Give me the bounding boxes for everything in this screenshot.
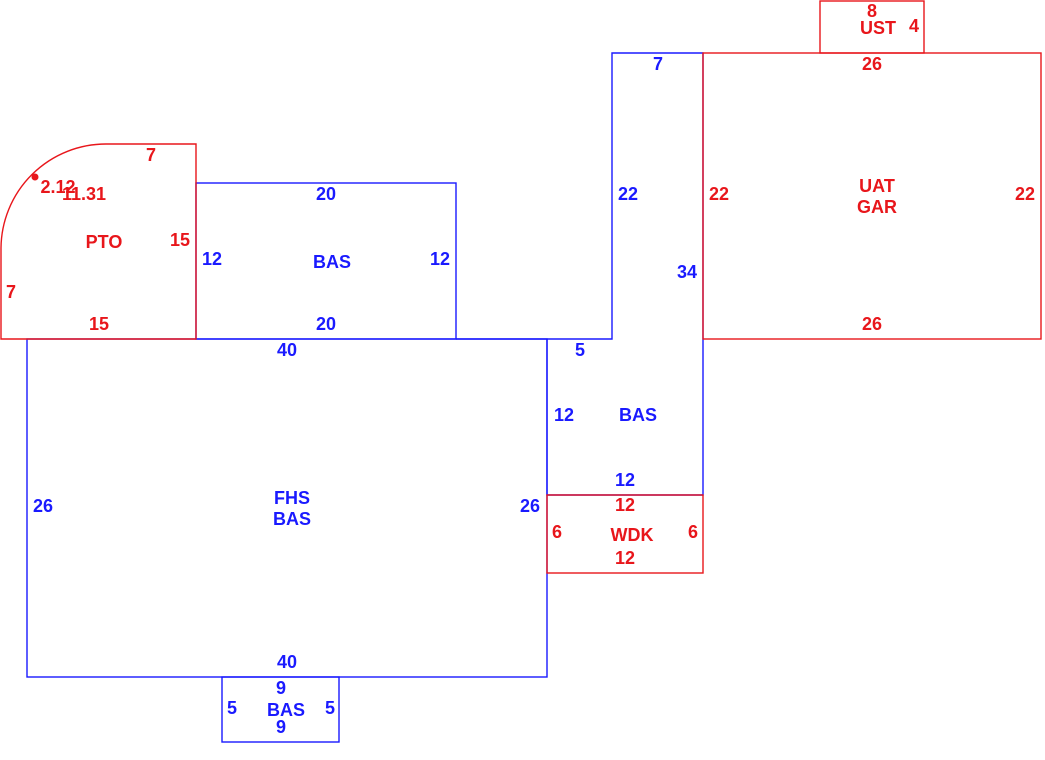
- pto-outline: [0, 143, 197, 340]
- bas-upper-dim-top: 20: [316, 184, 336, 204]
- wdk-code: WDK: [611, 525, 654, 545]
- fhs-bas-code-line1: FHS: [274, 488, 310, 508]
- bas-right-code: BAS: [619, 405, 657, 425]
- bas-small-code: BAS: [267, 700, 305, 720]
- uat-gar-code-line1: UAT: [859, 176, 895, 196]
- bas-small-dim-right: 5: [325, 698, 335, 718]
- pto-dim-chord: 2.12: [40, 177, 75, 197]
- ust-outline: [819, 0, 925, 54]
- bas-right-outline: [456, 52, 704, 496]
- fhs-bas-dim-right: 26: [520, 496, 540, 516]
- uat-gar-dim-bottom: 26: [862, 314, 882, 334]
- bas-upper-dim-right: 12: [430, 249, 450, 269]
- bas-right-dim-tall-left: 22: [618, 184, 638, 204]
- ust-code: UST: [860, 18, 896, 38]
- uat-gar-dim-right: 22: [1015, 184, 1035, 204]
- pto-arc-vertex-marker: [31, 173, 39, 181]
- pto-dim-left: 7: [6, 282, 16, 302]
- pto-dim-bottom: 15: [89, 314, 109, 334]
- wdk-outline: [546, 494, 704, 574]
- bas-right-dim-top: 7: [653, 54, 663, 74]
- bas-right-dim-tall-right: 34: [677, 262, 697, 282]
- bas-right-dim-lower-left: 12: [554, 405, 574, 425]
- wdk-dim-left: 6: [552, 522, 562, 542]
- uat-gar-code-line2: GAR: [857, 197, 897, 217]
- uat-gar-dim-left: 22: [709, 184, 729, 204]
- ust-dim-right: 4: [909, 16, 919, 36]
- wdk-dim-bottom: 12: [615, 548, 635, 568]
- pto-dim-right: 15: [170, 230, 190, 250]
- bas-small-dim-left: 5: [227, 698, 237, 718]
- bas-upper-dim-left: 12: [202, 249, 222, 269]
- wdk-dim-right: 6: [688, 522, 698, 542]
- pto-dim-top: 7: [146, 145, 156, 165]
- bas-right-dim-bottom: 12: [615, 470, 635, 490]
- bas-small-outline: [221, 676, 340, 743]
- bas-small-dim-top: 9: [276, 678, 286, 698]
- bas-small-dim-bottom: 9: [276, 717, 286, 737]
- wdk-dim-top: 12: [615, 495, 635, 515]
- fhs-bas-code-line2: BAS: [273, 509, 311, 529]
- bas-upper-code: BAS: [313, 252, 351, 272]
- fhs-bas-dim-bottom: 40: [277, 652, 297, 672]
- fhs-bas-dim-left: 26: [33, 496, 53, 516]
- ust-dim-top: 8: [867, 1, 877, 21]
- pto-code: PTO: [86, 232, 123, 252]
- pto-dim-arc: 11.31: [62, 184, 106, 204]
- bas-upper-dim-bottom: 20: [316, 314, 336, 334]
- bas-right-dim-step: 5: [575, 340, 585, 360]
- fhs-bas-dim-top: 40: [277, 340, 297, 360]
- uat-gar-dim-top: 26: [862, 54, 882, 74]
